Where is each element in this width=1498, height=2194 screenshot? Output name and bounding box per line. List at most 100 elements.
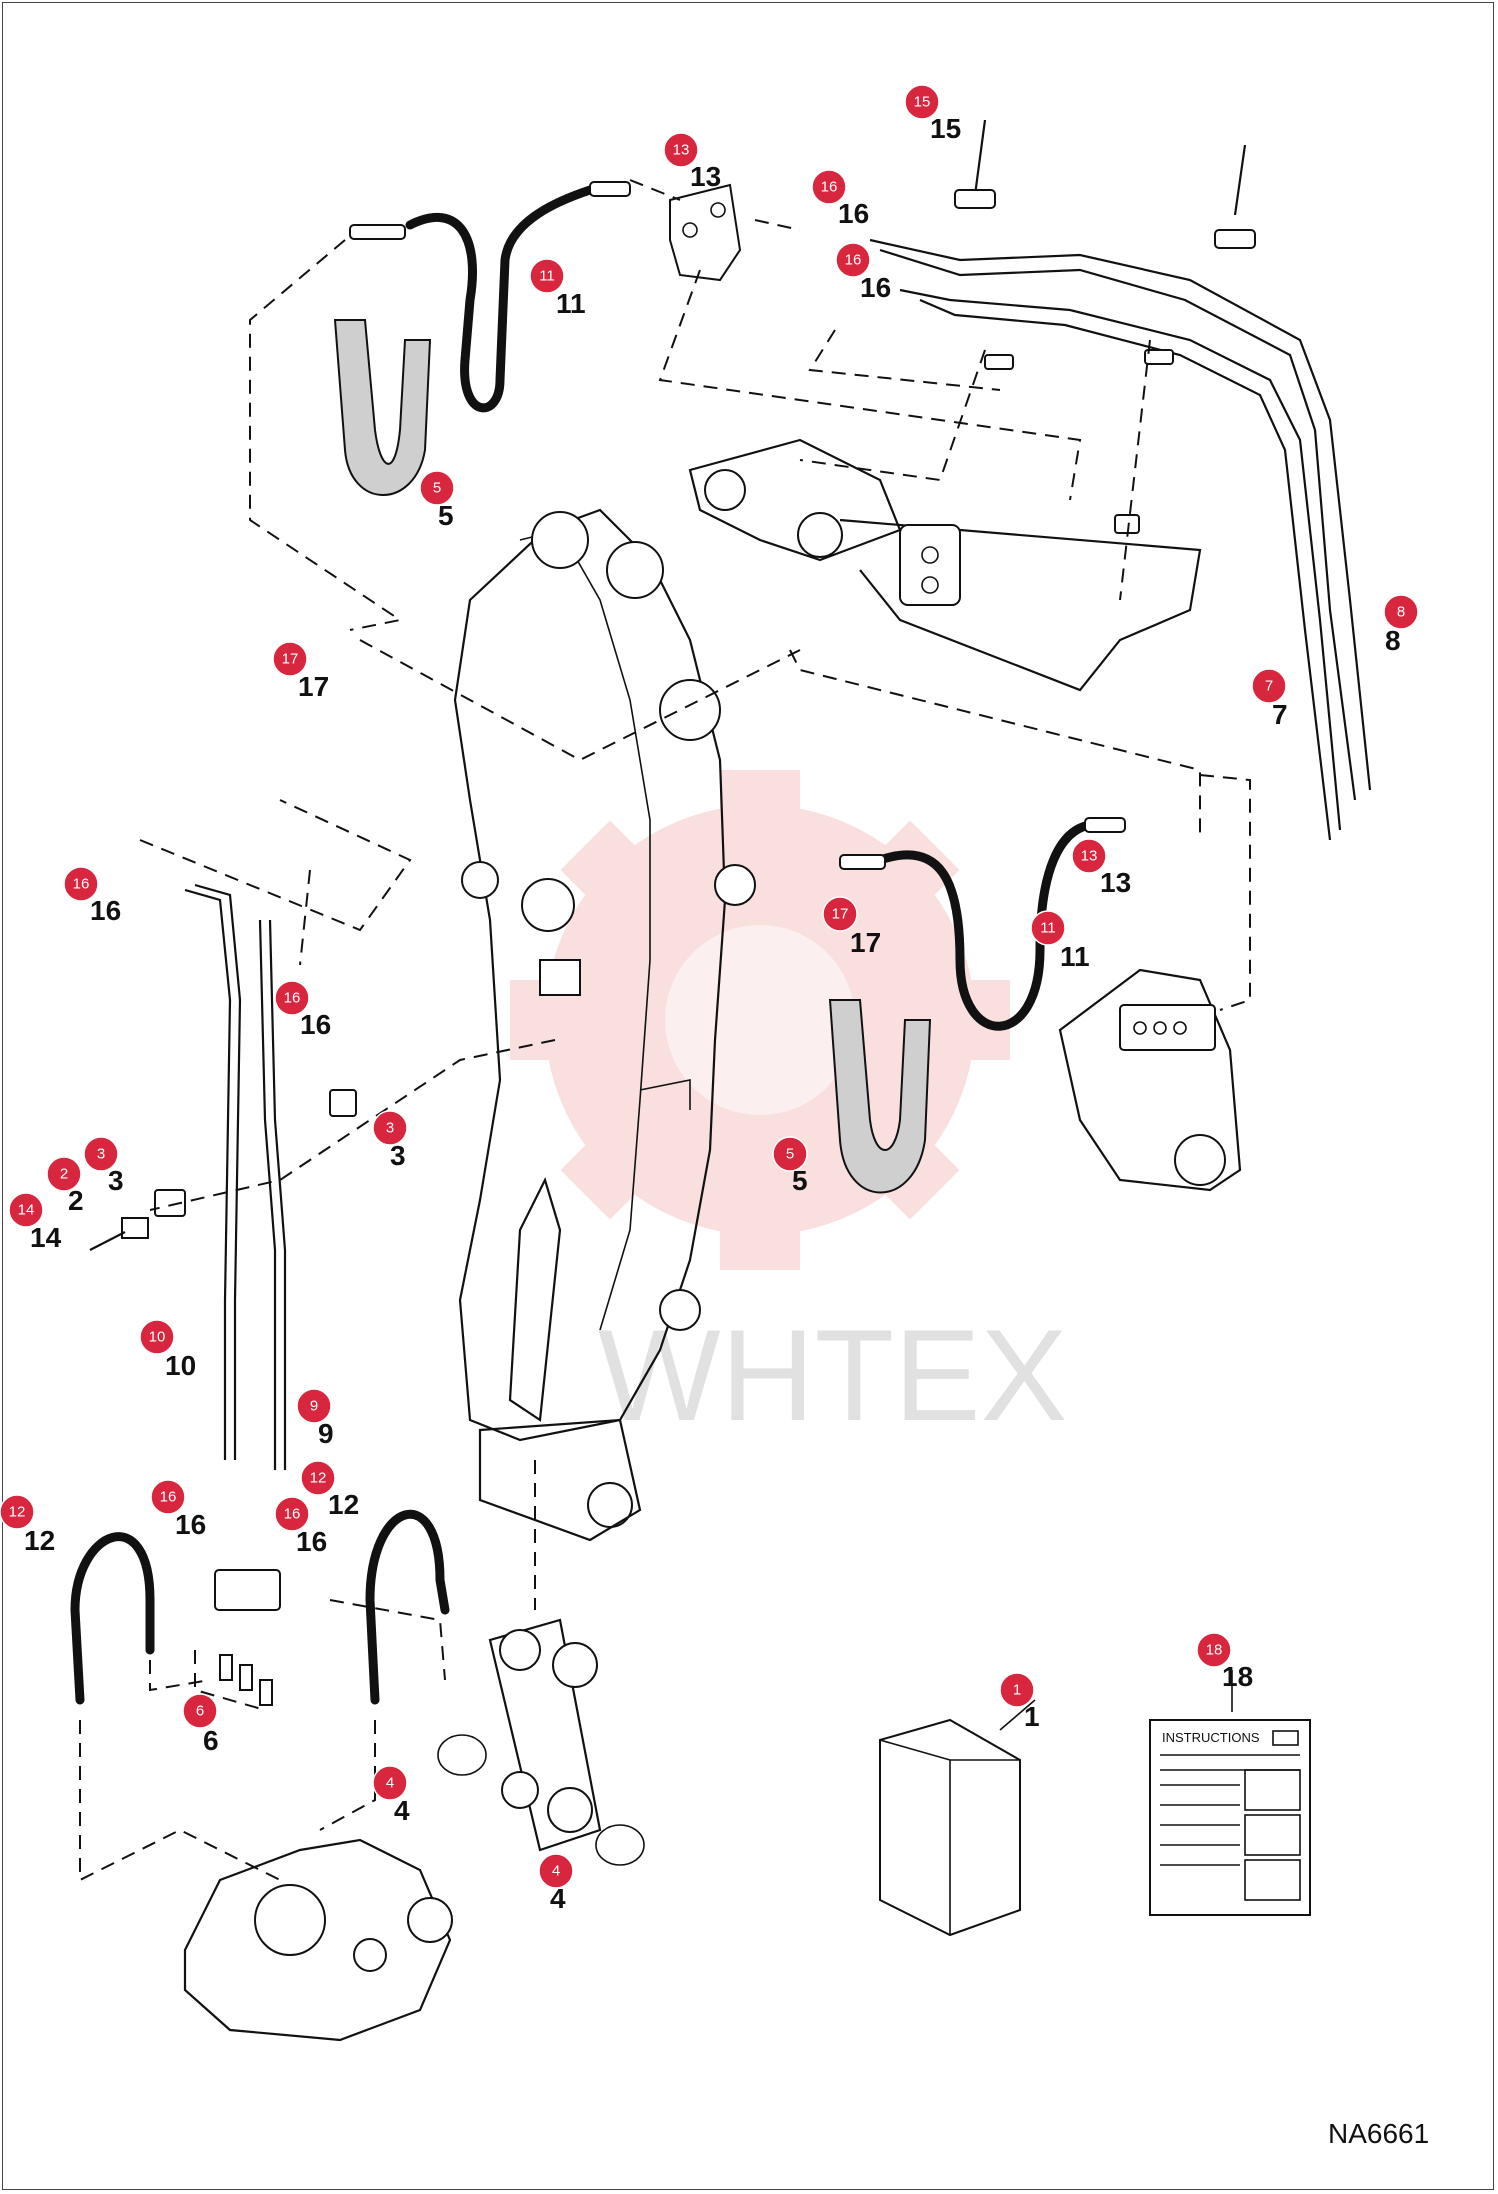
boom-arm bbox=[453, 508, 756, 1542]
callout-circle bbox=[1196, 1632, 1232, 1668]
callout-number: 14 bbox=[18, 1202, 35, 1219]
diagram-code: NA6661 bbox=[1328, 2118, 1430, 2149]
callout-4: 44 bbox=[372, 1765, 410, 1826]
valve-block bbox=[1058, 968, 1242, 1192]
callout-number: 16 bbox=[845, 252, 862, 269]
protective-sleeve-top bbox=[333, 319, 432, 496]
callout-number: 17 bbox=[832, 906, 849, 923]
callout-3: 33 bbox=[372, 1110, 408, 1171]
callout-circle bbox=[419, 470, 455, 506]
callout-7: 77 bbox=[1251, 668, 1288, 730]
watermark: WHTEX bbox=[510, 770, 1067, 1448]
callout-circle bbox=[904, 84, 940, 120]
callout-number: 16 bbox=[73, 876, 90, 893]
callout-circle bbox=[1383, 594, 1419, 630]
part-number-label: 16 bbox=[175, 1509, 206, 1540]
callout-9: 99 bbox=[296, 1388, 334, 1449]
callout-circle bbox=[529, 258, 565, 294]
callout-number: 9 bbox=[310, 1398, 318, 1415]
instructions-text: INSTRUCTIONS bbox=[1162, 1730, 1260, 1745]
callout-5: 55 bbox=[419, 470, 455, 531]
part-number-label: 9 bbox=[318, 1418, 334, 1449]
stick-bracket bbox=[688, 438, 1202, 692]
clamp-bolts bbox=[954, 119, 1256, 534]
callout-circle bbox=[0, 1494, 35, 1530]
callout-circle bbox=[372, 1765, 408, 1801]
part-number-label: 11 bbox=[1060, 941, 1090, 972]
callout-circle bbox=[999, 1672, 1035, 1708]
callout-number: 13 bbox=[1081, 848, 1098, 865]
part-number-label: 8 bbox=[1385, 625, 1401, 656]
callout-number: 16 bbox=[284, 990, 301, 1007]
callout-circle bbox=[1071, 838, 1107, 874]
part-number-label: 2 bbox=[68, 1185, 84, 1216]
part-number-label: 3 bbox=[108, 1165, 124, 1196]
part-number-label: 1 bbox=[1024, 1701, 1040, 1732]
callout-circle bbox=[822, 896, 858, 932]
link-assembly bbox=[437, 1618, 645, 1866]
callout-circle bbox=[46, 1156, 82, 1192]
part-number-label: 15 bbox=[930, 113, 961, 144]
instructions-sheet: INSTRUCTIONS bbox=[1149, 1670, 1311, 1916]
protective-sleeve-middle bbox=[828, 999, 932, 1194]
callout-circle bbox=[63, 866, 99, 902]
callout-8: 88 bbox=[1383, 594, 1419, 656]
steel-tubes-upper bbox=[869, 238, 1372, 841]
callout-circle bbox=[139, 1319, 175, 1355]
callout-number: 6 bbox=[196, 1703, 204, 1720]
part-number-label: 10 bbox=[165, 1350, 196, 1381]
callout-4: 44 bbox=[538, 1853, 574, 1914]
callout-number: 11 bbox=[539, 268, 555, 285]
callout-number: 16 bbox=[160, 1489, 177, 1506]
hose-middle bbox=[839, 817, 1126, 1031]
parts-kit-box-icon bbox=[879, 1699, 1036, 1937]
steel-tubes-left bbox=[184, 883, 287, 1470]
part-number-label: 14 bbox=[30, 1222, 62, 1253]
callout-number: 12 bbox=[310, 1470, 327, 1487]
callout-circle bbox=[663, 132, 699, 168]
part-number-label: 5 bbox=[792, 1165, 808, 1196]
callout-number: 16 bbox=[284, 1506, 301, 1523]
part-number-label: 16 bbox=[300, 1009, 331, 1040]
callout-circle bbox=[296, 1388, 332, 1424]
callout-number: 10 bbox=[149, 1329, 166, 1346]
part-number-label: 11 bbox=[556, 288, 586, 319]
part-number-label: 13 bbox=[690, 161, 721, 192]
callout-number: 5 bbox=[433, 480, 441, 497]
callout-circle bbox=[274, 980, 310, 1016]
callout-number: 16 bbox=[821, 179, 838, 196]
callout-number: 1 bbox=[1013, 1682, 1021, 1699]
part-number-label: 3 bbox=[390, 1140, 406, 1171]
dashed-leaders bbox=[79, 179, 1251, 1882]
callout-number: 12 bbox=[9, 1504, 26, 1521]
callout-circle bbox=[372, 1110, 408, 1146]
callout-circle bbox=[811, 169, 847, 205]
part-number-label: 6 bbox=[203, 1725, 219, 1756]
callout-1: 11 bbox=[999, 1672, 1040, 1732]
callout-number: 17 bbox=[282, 651, 299, 668]
callout-number: 13 bbox=[673, 142, 690, 159]
callout-circle bbox=[835, 242, 871, 278]
part-number-label: 16 bbox=[90, 895, 121, 926]
mounting-bracket-top bbox=[669, 183, 742, 282]
callout-circle bbox=[182, 1693, 218, 1729]
part-number-label: 4 bbox=[394, 1795, 410, 1826]
callout-number: 3 bbox=[386, 1120, 394, 1137]
callout-circle bbox=[300, 1460, 336, 1496]
part-number-label: 16 bbox=[838, 198, 869, 229]
callout-number: 18 bbox=[1206, 1642, 1223, 1659]
callout-number: 5 bbox=[786, 1146, 794, 1163]
